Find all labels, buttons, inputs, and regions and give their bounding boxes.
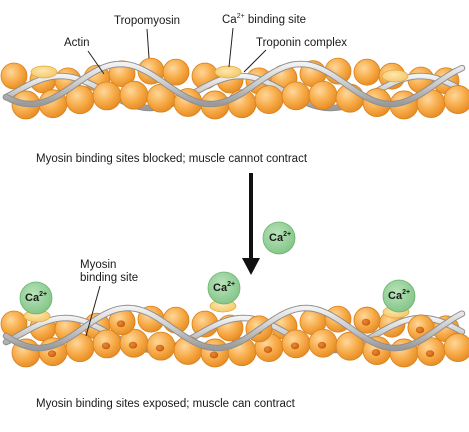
actin-monomer bbox=[162, 58, 190, 86]
actin-monomer-with-binding-site bbox=[416, 337, 446, 367]
actin-monomer bbox=[92, 81, 122, 111]
myosin-binding-site bbox=[101, 342, 111, 350]
top-caption: Myosin binding sites blocked; muscle can… bbox=[36, 153, 308, 165]
myosin-binding-site bbox=[116, 320, 126, 328]
myosin-binding-site bbox=[155, 344, 165, 352]
actin-monomer bbox=[443, 85, 469, 114]
myosin-binding-site-leader-line bbox=[85, 285, 101, 337]
troponin-complex bbox=[381, 69, 409, 83]
actin-leader-line bbox=[87, 50, 105, 75]
myosin-binding-site bbox=[263, 346, 273, 354]
myosin-binding-site bbox=[371, 349, 381, 356]
actin-monomer bbox=[119, 80, 149, 110]
myosin-binding-site bbox=[317, 341, 327, 349]
actin-monomer-with-binding-site bbox=[119, 328, 149, 358]
actin-monomer bbox=[353, 58, 381, 86]
bound-calcium-ions: Ca2+ Ca2+ Ca2+ bbox=[19, 271, 416, 315]
actin-filament-exposed: Ca2+ Ca2+ Ca2+ bbox=[0, 271, 469, 368]
calcium-ion: Ca2+ bbox=[19, 281, 53, 315]
svg-text:Ca2+: Ca2+ bbox=[269, 231, 291, 244]
ca-binding-site-leader-line bbox=[228, 27, 234, 68]
actin-filament-blocked bbox=[0, 57, 469, 120]
tropomyosin-strand-body bbox=[3, 305, 465, 351]
bottom-labels: Myosin binding site bbox=[80, 259, 138, 337]
actin-monomer bbox=[443, 333, 469, 362]
actin-monomer bbox=[281, 81, 311, 111]
calcium-ion: Ca2+ bbox=[382, 279, 416, 313]
actin-monomer bbox=[0, 62, 28, 90]
ca-binding-site-label: Ca2+ binding site bbox=[222, 13, 306, 26]
actin-front-row bbox=[11, 80, 469, 120]
myosin-binding-site bbox=[425, 350, 435, 358]
myosin-binding-site bbox=[290, 342, 300, 350]
troponin-complex-leader-line bbox=[243, 49, 267, 73]
top-labels: Actin Tropomyosin Ca2+ binding site Trop… bbox=[64, 13, 347, 75]
tropomyosin-leader-line bbox=[146, 28, 150, 59]
actin-monomer-with-binding-site bbox=[281, 329, 311, 359]
myosin-binding-site-label-line1: Myosin bbox=[80, 259, 116, 271]
myosin-binding-site bbox=[361, 318, 371, 326]
myosin-binding-site bbox=[415, 326, 425, 334]
troponin-complex bbox=[30, 65, 58, 79]
myosin-binding-site bbox=[47, 350, 57, 358]
activation-arrow bbox=[242, 173, 260, 275]
svg-text:Ca2+: Ca2+ bbox=[388, 289, 410, 302]
calcium-ion: Ca2+ bbox=[207, 271, 241, 305]
actin-monomer-with-binding-site bbox=[308, 328, 338, 358]
svg-text:Ca2+: Ca2+ bbox=[213, 281, 235, 294]
bottom-caption: Myosin binding sites exposed; muscle can… bbox=[36, 398, 296, 410]
actin-monomer bbox=[308, 80, 338, 110]
tropomyosin-strand-body bbox=[3, 61, 465, 107]
svg-text:Ca2+: Ca2+ bbox=[25, 291, 47, 304]
tropomyosin-strand bbox=[2, 60, 466, 108]
troponin-complex bbox=[214, 65, 242, 79]
actin-monomer bbox=[254, 85, 284, 115]
tropomyosin-strand-body bbox=[3, 315, 465, 353]
myosin-binding-site bbox=[128, 341, 138, 349]
actin-label: Actin bbox=[64, 37, 90, 49]
tropomyosin-label: Tropomyosin bbox=[114, 15, 180, 27]
tropomyosin-back-strand bbox=[2, 314, 466, 354]
troponin-complex-label: Troponin complex bbox=[256, 37, 347, 49]
myosin-binding-site bbox=[209, 351, 219, 359]
free-calcium-ion: Ca2+ bbox=[262, 221, 296, 255]
troponin-complexes bbox=[30, 65, 409, 83]
actin-monomer-with-binding-site bbox=[146, 331, 176, 361]
myosin-binding-site-label-line2: binding site bbox=[80, 272, 138, 284]
tropomyosin-strand bbox=[2, 304, 466, 352]
actin-monomer-with-binding-site bbox=[353, 306, 381, 334]
